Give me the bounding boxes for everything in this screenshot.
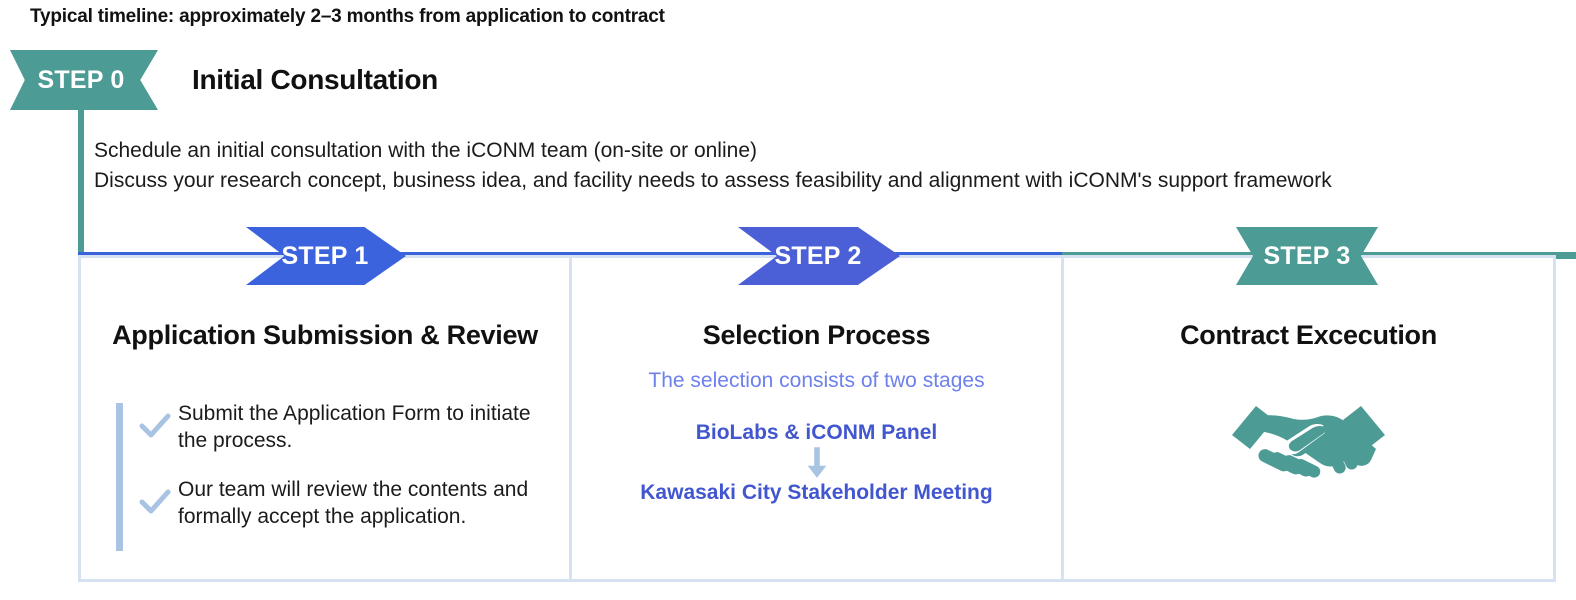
step-1-card: Application Submission & Review Submit t…	[78, 255, 572, 582]
step-0-badge-label: STEP 0	[37, 65, 125, 94]
step-2-stage-1: BioLabs & iCONM Panel	[695, 421, 938, 444]
list-item: Submit the Application Form to initiate …	[138, 400, 546, 454]
step-0-body-line-1: Schedule an initial consultation with th…	[94, 139, 757, 162]
list-item-label: Submit the Application Form to initiate …	[178, 402, 531, 452]
step-3-badge: STEP 3	[1236, 227, 1378, 285]
step-2-subtitle: The selection consists of two stages	[648, 369, 985, 392]
step-1-accent-bar	[116, 403, 123, 551]
step-1-checklist: Submit the Application Form to initiate …	[116, 400, 546, 552]
check-icon	[138, 486, 172, 520]
step-2-stage-2: Kawasaki City Stakeholder Meeting	[640, 481, 993, 504]
timeline-note: Typical timeline: approximately 2–3 mont…	[30, 6, 665, 27]
step-0-connector-line	[78, 108, 84, 258]
handshake-icon	[1064, 387, 1553, 482]
check-icon	[138, 410, 172, 444]
step-0-body-line-2: Discuss your research concept, business …	[94, 169, 1332, 192]
step-0-title: Initial Consultation	[192, 64, 438, 95]
step-2-card: Selection Process The selection consists…	[572, 255, 1064, 582]
step-3-badge-label: STEP 3	[1263, 241, 1351, 270]
step-0-body: Schedule an initial consultation with th…	[94, 136, 1332, 196]
step-3-card: Contract Excecution	[1064, 255, 1556, 582]
step-2-title: Selection Process	[702, 320, 931, 350]
arrow-down-icon	[572, 447, 1061, 479]
list-item-label: Our team will review the contents and fo…	[178, 478, 529, 528]
steps-card-row: Application Submission & Review Submit t…	[78, 255, 1556, 582]
step-3-title: Contract Excecution	[1180, 320, 1437, 350]
step-2-badge-label: STEP 2	[774, 241, 862, 270]
step-0-badge: STEP 0	[10, 50, 158, 110]
list-item: Our team will review the contents and fo…	[138, 476, 546, 530]
step-1-badge-label: STEP 1	[281, 241, 369, 270]
step-1-title: Application Submission & Review	[112, 320, 538, 350]
